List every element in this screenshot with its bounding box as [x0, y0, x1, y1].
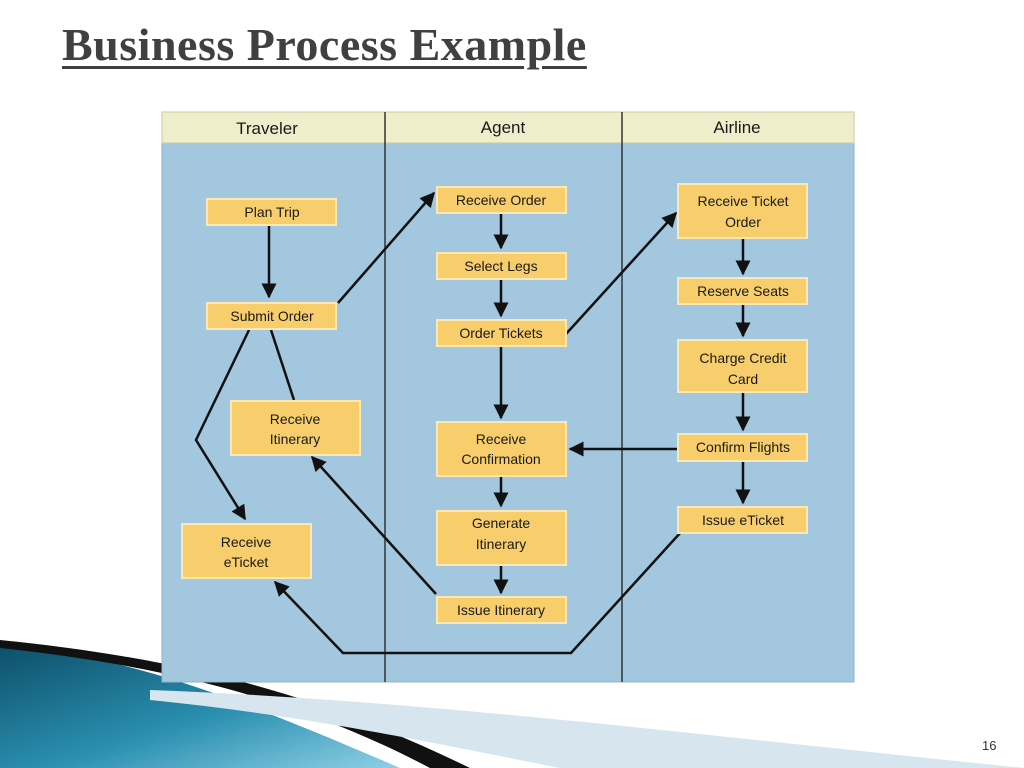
- step-label-receive-order: Receive Order: [456, 192, 547, 208]
- step-box-confirm-flights: [677, 433, 808, 462]
- step-label-issue-itinerary: Issue Itinerary: [457, 602, 545, 618]
- step-box-submit-order: [206, 302, 337, 330]
- step-box-receive-itinerary: [230, 400, 361, 456]
- step-box-select-legs: [436, 252, 567, 280]
- step-label-receive-ticket-order-line2: Order: [725, 214, 761, 230]
- flow-arrows: [194, 191, 751, 655]
- step-label-select-legs: Select Legs: [464, 258, 537, 274]
- step-box-issue-itinerary: [436, 596, 567, 624]
- step-box-order-tickets: [436, 319, 567, 347]
- step-label-submit-order: Submit Order: [230, 308, 314, 324]
- page-number: 16: [982, 738, 997, 753]
- flow-arrow: [337, 191, 435, 304]
- step-box-issue-eticket: [677, 506, 808, 534]
- step-label-confirm-flights: Confirm Flights: [696, 439, 790, 455]
- step-label-issue-eticket: Issue eTicket: [702, 512, 784, 528]
- lane-header-agent: Agent: [481, 118, 526, 137]
- step-box-receive-eticket: [181, 523, 312, 579]
- step-box-plan-trip: [206, 198, 337, 226]
- step-box-charge-credit-card: [677, 339, 808, 393]
- flow-arrow: [310, 455, 437, 595]
- step-label-reserve-seats: Reserve Seats: [697, 283, 789, 299]
- process-boxes: Plan Trip Submit Order Receive Itinerary…: [181, 183, 808, 624]
- lane-header-airline: Airline: [713, 118, 760, 137]
- step-label-charge-credit-card-line1: Charge Credit: [699, 350, 786, 366]
- flow-arrow: [269, 329, 296, 401]
- flow-arrow: [565, 211, 678, 335]
- flow-arrow: [194, 329, 251, 521]
- step-box-receive-confirmation: [436, 421, 567, 477]
- step-label-receive-itinerary-line1: Receive: [270, 411, 321, 427]
- step-label-generate-itinerary-line2: Itinerary: [476, 536, 527, 552]
- step-label-receive-confirmation-line2: Confirmation: [461, 451, 540, 467]
- step-label-order-tickets: Order Tickets: [459, 325, 542, 341]
- step-label-receive-eticket-line2: eTicket: [224, 554, 269, 570]
- step-label-receive-confirmation-line1: Receive: [476, 431, 527, 447]
- step-label-receive-ticket-order-line1: Receive Ticket: [697, 193, 788, 209]
- step-box-receive-ticket-order: [677, 183, 808, 239]
- step-label-generate-itinerary-line1: Generate: [472, 515, 531, 531]
- step-label-receive-itinerary-line2: Itinerary: [270, 431, 321, 447]
- step-box-generate-itinerary: [436, 510, 567, 566]
- step-label-charge-credit-card-line2: Card: [728, 371, 758, 387]
- flow-arrow: [273, 531, 682, 655]
- lane-header-traveler: Traveler: [236, 119, 298, 138]
- step-label-plan-trip: Plan Trip: [244, 204, 299, 220]
- swimlane-header-bar: [161, 111, 855, 144]
- step-box-reserve-seats: [677, 277, 808, 305]
- step-label-receive-eticket-line1: Receive: [221, 534, 272, 550]
- step-box-receive-order: [436, 186, 567, 214]
- slide-title: Business Process Example: [62, 19, 587, 70]
